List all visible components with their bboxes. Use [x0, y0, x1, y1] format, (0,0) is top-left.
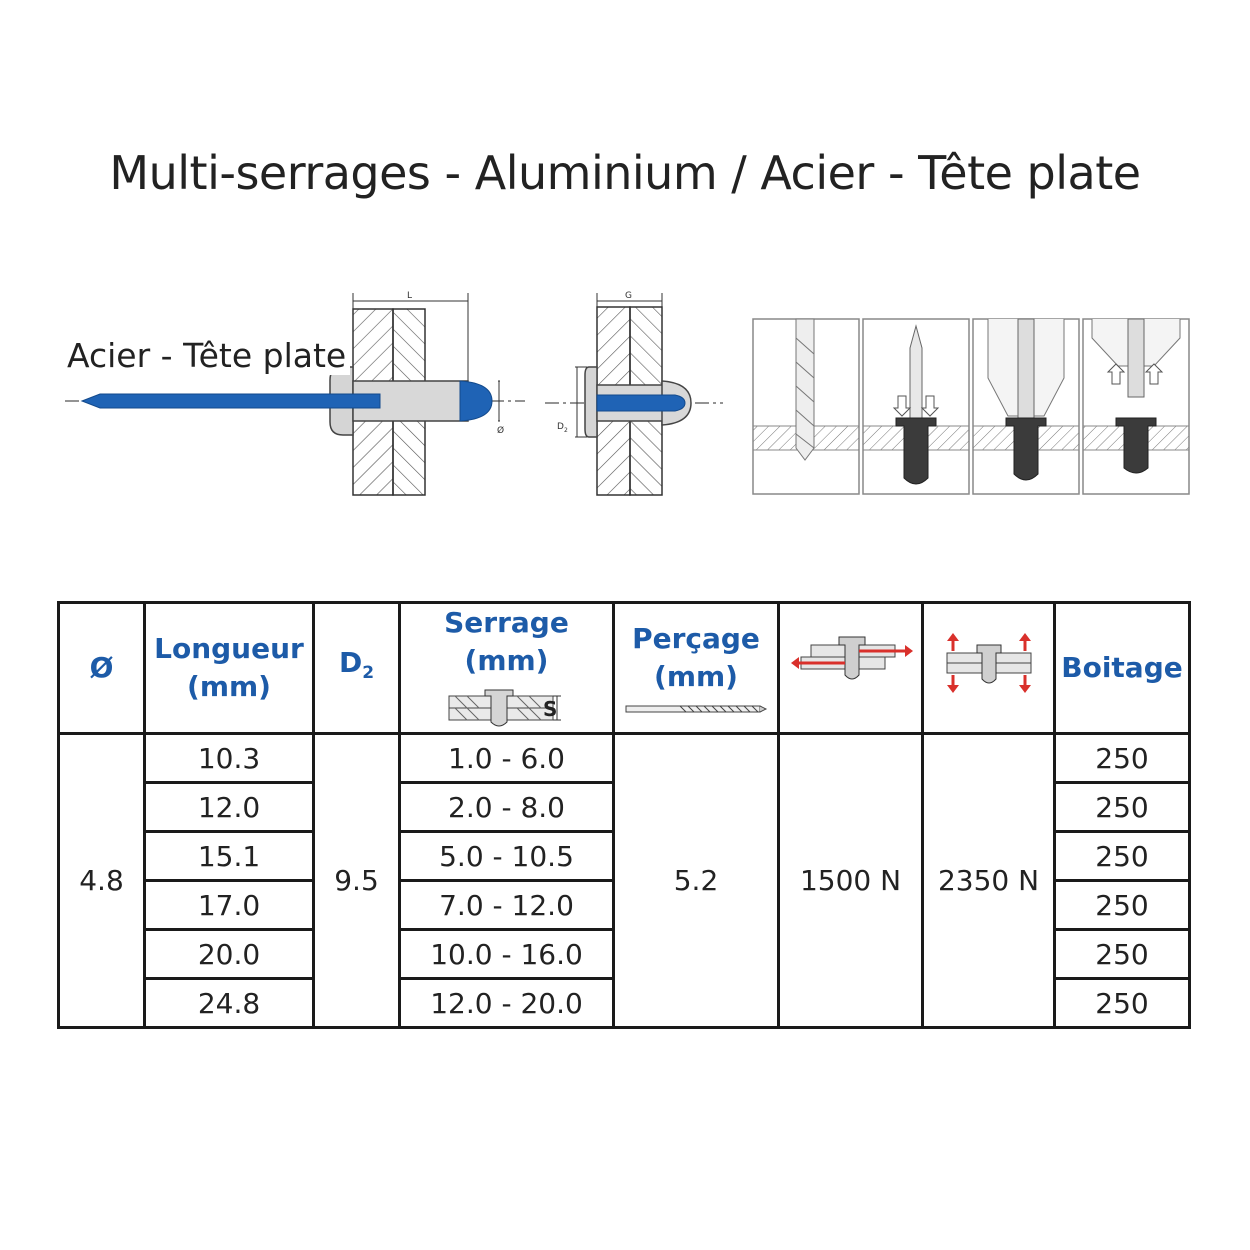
grip-cell: 5.0 - 10.5: [398, 830, 615, 882]
grip-cell: 10.0 - 16.0: [398, 928, 615, 980]
header-box: Boitage: [1053, 601, 1191, 735]
box-cell: 250: [1053, 879, 1191, 931]
header-grip: Serrage (mm) S: [398, 601, 615, 735]
length-cell: 20.0: [143, 928, 315, 980]
box-cell: 250: [1053, 977, 1191, 1029]
shear-force-icon: [790, 636, 913, 680]
header-drill: Perçage (mm): [612, 601, 780, 735]
length-cell: 12.0: [143, 781, 315, 833]
header-diameter: Ø: [57, 601, 146, 735]
table-row: 4.8 10.3 9.5 1.0 - 6.0 5.2 1500 N 2350 N…: [57, 732, 1191, 1029]
diameter-dimension-label: Ø: [497, 425, 504, 436]
box-cell: 250: [1053, 830, 1191, 882]
tensile-force-icon: [946, 633, 1031, 693]
head-diameter-label: D: [557, 422, 564, 432]
length-cell: 15.1: [143, 830, 315, 882]
installation-sequence-figure: [752, 318, 1190, 495]
length-dimension-label: L: [407, 291, 412, 301]
header-shear-force: [777, 601, 924, 735]
box-cell: 250: [1053, 781, 1191, 833]
tensile-cell: 2350 N: [921, 732, 1056, 1029]
diameter-cell: 4.8: [57, 732, 146, 1029]
figure-subtitle: Acier - Tête plate: [67, 336, 351, 375]
drill-cell: 5.2: [612, 732, 780, 1029]
grip-cell: 2.0 - 8.0: [398, 781, 615, 833]
length-cell: 10.3: [143, 732, 315, 784]
header-tensile-force: [921, 601, 1056, 735]
table-row: 12.0 2.0 - 8.0 250: [59, 781, 1191, 833]
head-diameter-sub: 2: [564, 427, 568, 434]
shear-cell: 1500 N: [777, 732, 924, 1029]
rivet-assembly-figure: L Ø: [65, 291, 525, 496]
box-cell: 250: [1053, 732, 1191, 784]
length-cell: 24.8: [143, 977, 315, 1029]
box-cell: 250: [1053, 928, 1191, 980]
grip-cell: 1.0 - 6.0: [398, 732, 615, 784]
header-length: Longueur (mm): [143, 601, 315, 735]
table-row: 20.0 10.0 - 16.0 250: [59, 928, 1191, 980]
page-title: Multi-serrages - Aluminium / Acier - Têt…: [109, 146, 1141, 200]
grip-cell: 12.0 - 20.0: [398, 977, 615, 1029]
table-row: 17.0 7.0 - 12.0 250: [59, 879, 1191, 931]
grip-icon-label: S: [543, 697, 557, 721]
grip-cell: 7.0 - 12.0: [398, 879, 615, 931]
set-rivet-figure: G D2: [545, 291, 723, 496]
drill-bit-icon: [625, 705, 768, 713]
table-header-row: Ø Longueur (mm) D2 Serrage (mm) S: [57, 601, 1191, 735]
specifications-table: Ø Longueur (mm) D2 Serrage (mm) S: [57, 601, 1191, 1029]
grip-range-icon: S: [448, 689, 561, 727]
table-row: 15.1 5.0 - 10.5 250: [59, 830, 1191, 882]
table-row: 24.8 12.0 - 20.0 250: [59, 977, 1191, 1029]
d2-cell: 9.5: [312, 732, 401, 1029]
grip-dimension-label: G: [625, 291, 632, 301]
svg-text:D2: D2: [557, 422, 568, 434]
header-d2: D2: [312, 601, 401, 735]
length-cell: 17.0: [143, 879, 315, 931]
